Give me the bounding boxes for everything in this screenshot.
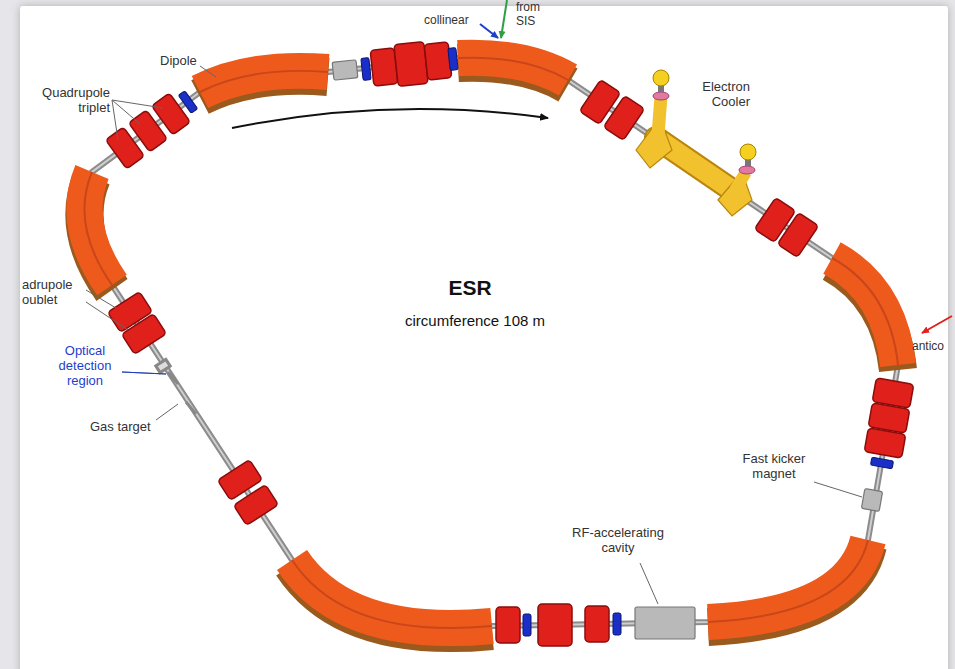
component-label: antico: [912, 340, 944, 354]
component-label: RF-accelerating cavity: [564, 526, 672, 556]
beam-direction-arrow: [232, 109, 548, 128]
collinear-laser-arrow: [480, 24, 498, 38]
electron-cooler: [636, 70, 756, 216]
component-label: circumference 108 m: [395, 312, 555, 329]
component-label: Fast kicker magnet: [730, 452, 818, 482]
component-label: Quadrupole triplet: [28, 86, 110, 116]
vacuum-chambers: [332, 60, 882, 639]
component-label: Dipole: [160, 54, 197, 69]
picture-frame: [20, 6, 948, 669]
component-label: Electron Cooler: [668, 80, 750, 110]
beam-pipe-highlight: [84, 58, 898, 628]
component-label: from SIS: [516, 0, 546, 28]
corrector-rings: [178, 48, 893, 636]
component-label: collinear: [424, 14, 469, 28]
optical-region-leader: [122, 372, 166, 374]
ring-title: ESR: [420, 276, 520, 300]
quadrupole-magnets: [106, 42, 914, 646]
component-label: Optical detection region: [50, 344, 120, 389]
leader-lines: [86, 66, 862, 604]
component-label: adrupole oublet: [22, 278, 84, 308]
beam-pipe: [84, 58, 898, 628]
injection-arrow: [501, 0, 507, 38]
component-label: Gas target: [90, 420, 151, 435]
dipole-magnets: [84, 58, 898, 633]
anticollinear-laser-arrow: [922, 316, 952, 333]
